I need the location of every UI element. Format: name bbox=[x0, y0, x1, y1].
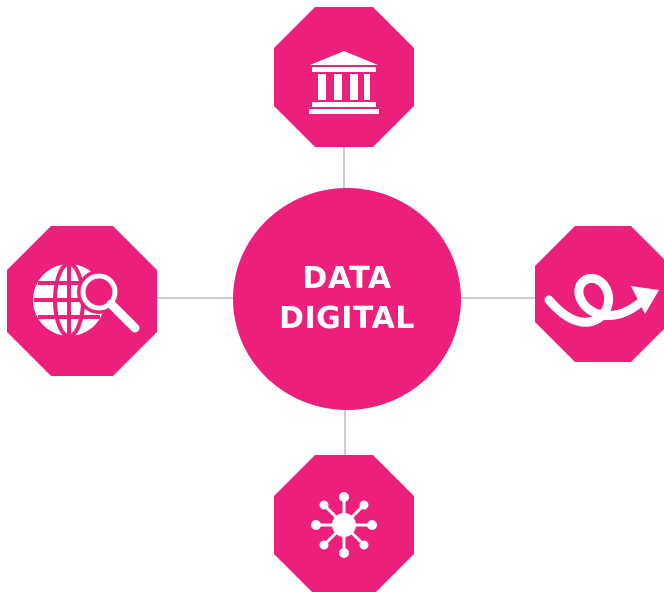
central-hub: DATA DIGITAL bbox=[233, 188, 461, 410]
octagon-badge-top bbox=[274, 7, 414, 147]
node-left bbox=[7, 226, 157, 376]
growth-loop-arrow-icon bbox=[544, 273, 659, 327]
octagon-badge-left bbox=[7, 226, 157, 376]
octagon-badge-right bbox=[535, 226, 664, 362]
node-right bbox=[535, 226, 664, 362]
hub-title-line-1: DATA bbox=[302, 261, 392, 296]
node-top bbox=[274, 7, 414, 147]
globe-search-icon bbox=[33, 262, 140, 338]
bank-building-icon bbox=[309, 51, 379, 114]
node-bottom bbox=[274, 455, 414, 592]
hub-title-line-2: DIGITAL bbox=[279, 301, 415, 336]
octagon-badge-bottom bbox=[274, 455, 414, 592]
network-hub-icon bbox=[311, 492, 377, 558]
